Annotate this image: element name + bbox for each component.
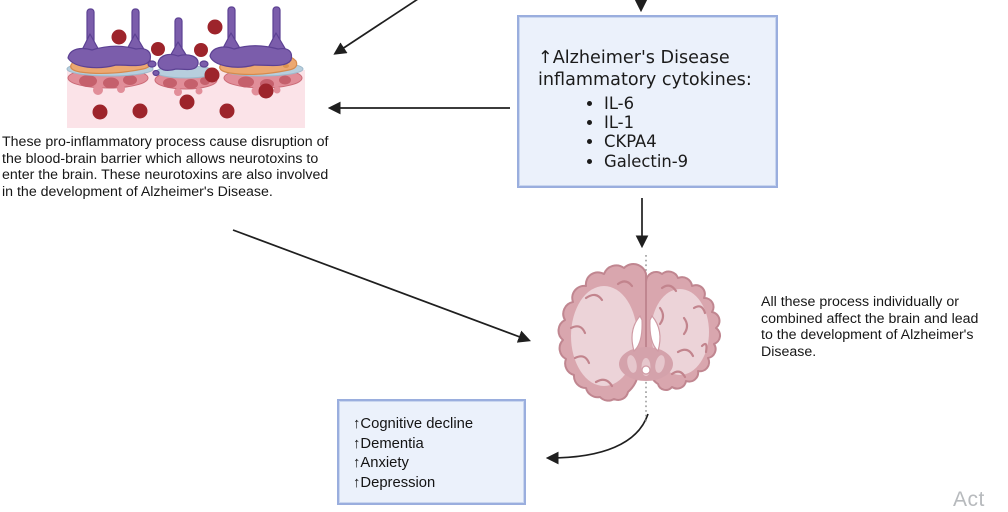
brain-ventricles [631, 314, 661, 375]
arrow-caption-to-brain [232, 229, 531, 343]
brain-sulci [569, 280, 708, 388]
cytokines-list: IL-6 IL-1 CKPA4 Galectin-9 [538, 94, 766, 171]
outcome-item: ↑Depression [353, 474, 436, 491]
cytokines-box: ↑Alzheimer's Disease inflammatory cytoki… [517, 15, 778, 188]
cytokine-item: CKPA4 [604, 132, 766, 151]
outcome-item: ↑Anxiety [353, 455, 409, 472]
neurotoxin-dots [92, 19, 274, 120]
outcome-item: ↑Cognitive decline [353, 416, 474, 432]
brain-caption: All these process individually or combin… [761, 294, 979, 360]
outcome-item: ↑Dementia [353, 435, 424, 452]
cytokine-item: IL-6 [604, 94, 766, 113]
blood-brain-barrier-illustration [66, 6, 305, 128]
astrocyte-endfeet [67, 6, 293, 77]
arrow-brain-to-outcomes [545, 413, 649, 465]
arrow-top-to-bbb [333, 0, 418, 55]
outcomes-box: ↑Cognitive decline ↑Dementia ↑Anxiety ↑D… [337, 399, 526, 505]
bbb-caption: These pro-inflammatory process cause dis… [2, 134, 329, 200]
cytokines-box-title: ↑Alzheimer's Disease inflammatory cytoki… [538, 48, 752, 90]
watermark-text: Act [953, 488, 985, 511]
brain-illustration [557, 263, 721, 402]
cytokine-item: IL-1 [604, 113, 766, 132]
cytokine-item: Galectin-9 [604, 152, 766, 171]
